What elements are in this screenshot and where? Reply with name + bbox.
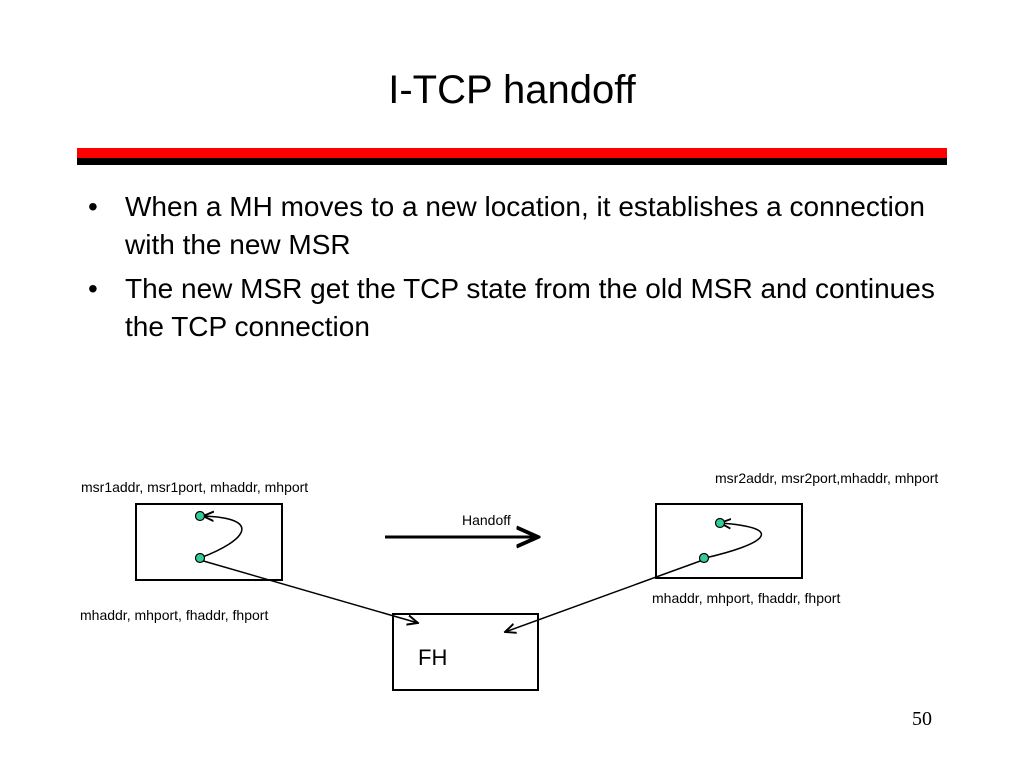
msr2-box	[655, 503, 803, 579]
page-number: 50	[912, 708, 932, 730]
msr1-box	[135, 503, 283, 581]
slide-title: I-TCP handoff	[388, 68, 636, 112]
bullet-item: • The new MSR get the TCP state from the…	[88, 270, 948, 346]
fh-box	[392, 613, 539, 691]
bullet-item: • When a MH moves to a new location, it …	[88, 188, 948, 264]
bullet-marker: •	[88, 191, 98, 222]
msr1-socket-label: msr1addr, msr1port, mhaddr, mhport	[81, 479, 309, 495]
bullet-list: • When a MH moves to a new location, it …	[88, 188, 948, 352]
fh-label: FH	[418, 645, 448, 670]
msr2-socket-label: msr2addr, msr2port,mhaddr, mhport	[715, 470, 939, 486]
bullet-marker: •	[88, 273, 98, 304]
handoff-label: Handoff	[462, 512, 511, 528]
title-divider-black	[77, 158, 947, 165]
bullet-text: When a MH moves to a new location, it es…	[125, 191, 925, 260]
msr2-connection-label: mhaddr, mhport, fhaddr, fhport	[652, 590, 841, 606]
bullet-text: The new MSR get the TCP state from the o…	[125, 273, 935, 342]
title-divider-red	[77, 148, 947, 158]
msr1-connection-label: mhaddr, mhport, fhaddr, fhport	[80, 607, 269, 623]
